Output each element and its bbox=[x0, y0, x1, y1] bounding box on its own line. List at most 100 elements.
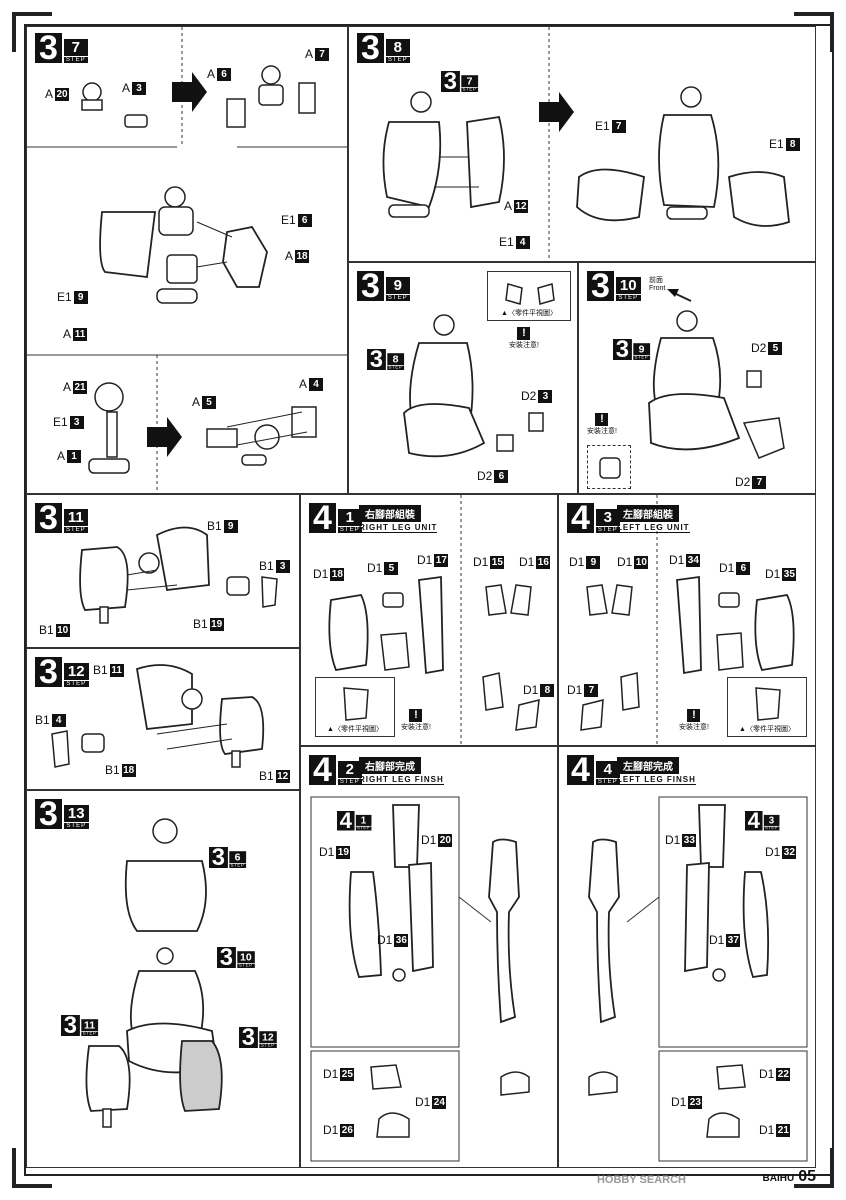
parts-view-box: ▲〈零件平視圖〉 bbox=[727, 677, 807, 737]
manual-page-frame bbox=[6, 6, 840, 1194]
step-4-2-drawing bbox=[310, 796, 530, 1162]
step-4-1-drawing bbox=[328, 495, 540, 747]
step-minor-number: 7 bbox=[63, 39, 88, 56]
page-number: 05 bbox=[798, 1168, 816, 1185]
caution-note: !安裝注意! bbox=[587, 413, 617, 435]
step-3-7-drawing bbox=[27, 27, 349, 495]
watermark: HOBBY SEARCH bbox=[596, 1174, 686, 1186]
caution-note: !安裝注意! bbox=[401, 709, 431, 731]
step-3-13-drawing bbox=[85, 818, 223, 1128]
caution-detail-box bbox=[587, 445, 631, 489]
parts-view-caption: ▲〈零件平視圖〉 bbox=[501, 310, 557, 317]
step-3-11-drawing bbox=[79, 526, 278, 624]
parts-view-caption: ▲〈零件平視圖〉 bbox=[739, 726, 795, 733]
caution-note: !安裝注意! bbox=[679, 709, 709, 731]
caution-note: !安裝注意! bbox=[509, 327, 539, 349]
step-3-12-drawing bbox=[51, 664, 265, 768]
step-4-3-drawing bbox=[580, 495, 795, 747]
step-3-8-drawing bbox=[382, 27, 790, 263]
frame-corner bbox=[12, 12, 52, 52]
step-major-number: 3 bbox=[35, 31, 62, 65]
parts-view-drawing bbox=[343, 687, 369, 721]
frame-border bbox=[24, 24, 834, 1176]
parts-view-drawing bbox=[505, 283, 555, 305]
step-label: STEP bbox=[63, 57, 88, 63]
parts-view-box: ▲〈零件平視圖〉 bbox=[487, 271, 571, 321]
